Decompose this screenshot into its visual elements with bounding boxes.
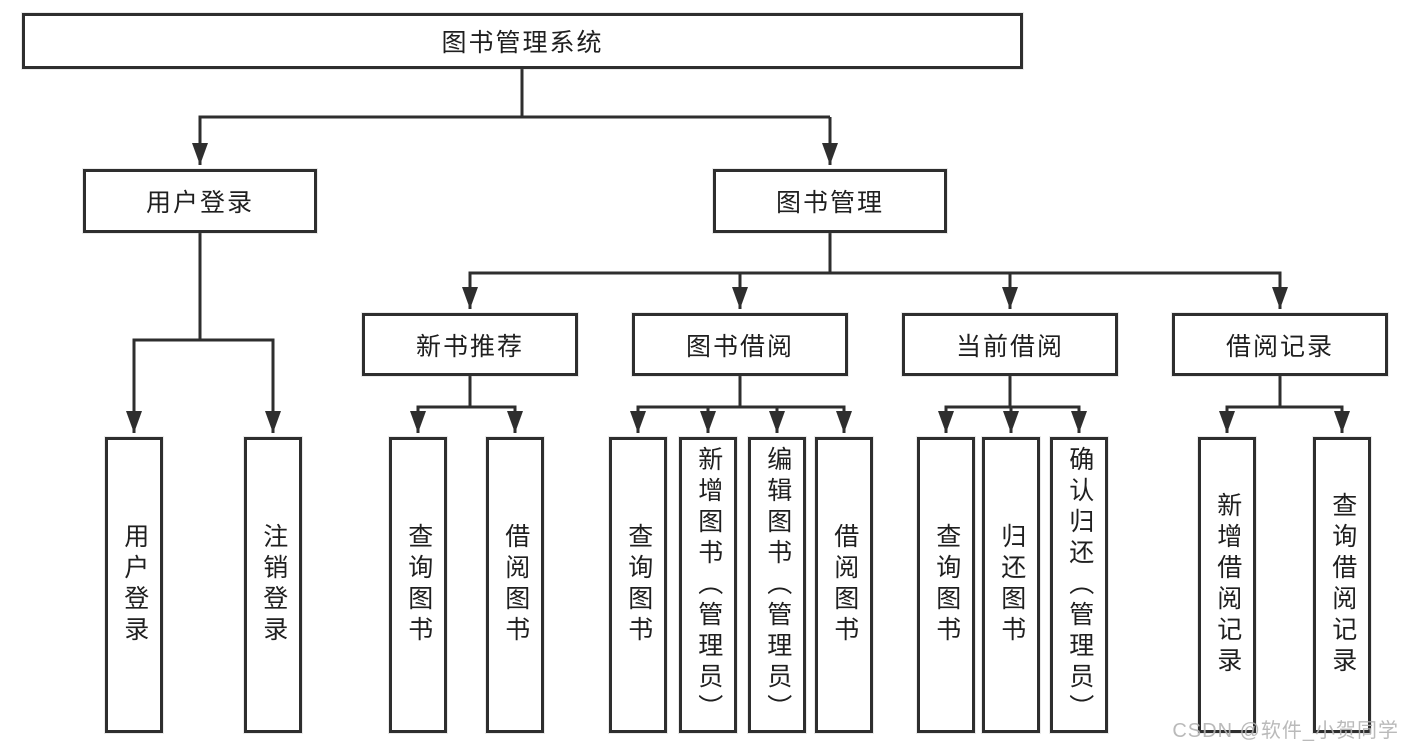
leaf-query-books-borrow: 查询图书 bbox=[609, 437, 667, 733]
node-user-login: 用户登录 bbox=[83, 169, 317, 233]
leaf-query-books-recommend: 查询图书 bbox=[389, 437, 447, 733]
leaf-edit-books-admin: 编辑图书（管理员） bbox=[748, 437, 806, 733]
leaf-borrow-books: 借阅图书 bbox=[815, 437, 873, 733]
leaf-confirm-return-admin: 确认归还（管理员） bbox=[1050, 437, 1108, 733]
node-user-login-label: 用户登录 bbox=[145, 189, 254, 217]
leaf-user-login: 用户登录 bbox=[105, 437, 163, 733]
leaf-add-books-admin: 新增图书（管理员） bbox=[679, 437, 737, 733]
leaf-return-books: 归还图书 bbox=[982, 437, 1040, 733]
node-book-management-label: 图书管理 bbox=[775, 189, 884, 217]
node-current-borrow: 当前借阅 bbox=[902, 313, 1118, 376]
node-current-borrow-label: 当前借阅 bbox=[955, 332, 1064, 361]
node-borrow-records-label: 借阅记录 bbox=[1225, 332, 1334, 361]
leaf-logout: 注销登录 bbox=[244, 437, 302, 733]
node-root: 图书管理系统 bbox=[22, 13, 1023, 69]
node-new-book-recommend: 新书推荐 bbox=[362, 313, 578, 376]
node-book-borrow: 图书借阅 bbox=[632, 313, 848, 376]
node-borrow-records: 借阅记录 bbox=[1172, 313, 1388, 376]
node-root-label: 图书管理系统 bbox=[441, 29, 604, 57]
node-new-book-recommend-label: 新书推荐 bbox=[415, 332, 524, 361]
leaf-borrow-books-recommend: 借阅图书 bbox=[486, 437, 544, 733]
leaf-query-books-current: 查询图书 bbox=[917, 437, 975, 733]
node-book-management: 图书管理 bbox=[713, 169, 947, 233]
leaf-add-borrow-record: 新增借阅记录 bbox=[1198, 437, 1256, 733]
leaf-query-borrow-record: 查询借阅记录 bbox=[1313, 437, 1371, 733]
node-book-borrow-label: 图书借阅 bbox=[685, 332, 794, 361]
